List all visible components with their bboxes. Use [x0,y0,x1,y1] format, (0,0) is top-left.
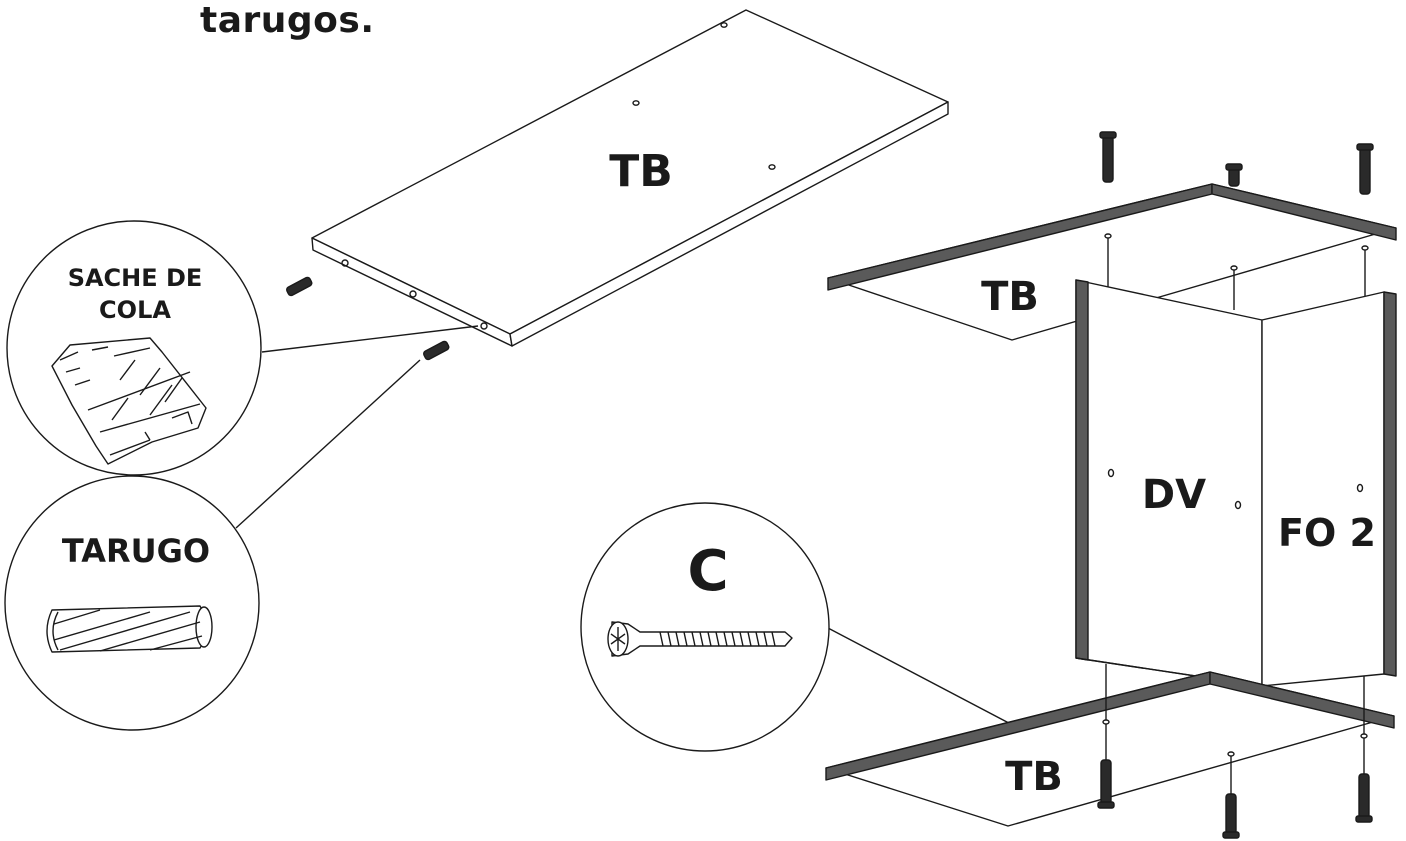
glue-leader-line [261,325,479,353]
screw-icon [1222,793,1240,839]
dv-panel [1075,279,1263,687]
screw-icon [1225,163,1243,187]
dowel-label: TARUGO [62,532,210,570]
screw-callout-label: C [687,539,728,604]
glue-sachet-icon [51,337,207,465]
dowel-callout [4,475,260,731]
screw-icon [607,621,793,657]
dv-label: DV [1142,472,1206,518]
tb-label: TB [981,274,1039,320]
dowel-leader-line [235,359,421,529]
dowel-detail-icon [46,605,213,653]
dowel-icon [423,340,450,361]
tb-label: TB [1005,754,1063,800]
tb-panel-single [311,9,949,347]
tb-panel-bottom-assembly [825,664,1395,827]
glue-label-line1: SACHE DE [68,264,203,292]
fo2-panel [1075,291,1397,687]
fo2-label: FO 2 [1278,511,1376,555]
tb-label: TB [609,146,673,197]
instruction-heading: tarugos. [200,0,375,41]
glue-sachet-callout [6,220,262,476]
screw-icon [1097,759,1115,809]
screw-callout [580,502,830,752]
screw-icon [1099,131,1117,183]
tb-panel-top-assembly [827,183,1397,341]
glue-label-line2: COLA [99,296,171,324]
screw-icon [1356,143,1374,195]
dowel-icon [286,276,313,297]
screw-icon [1355,773,1373,823]
